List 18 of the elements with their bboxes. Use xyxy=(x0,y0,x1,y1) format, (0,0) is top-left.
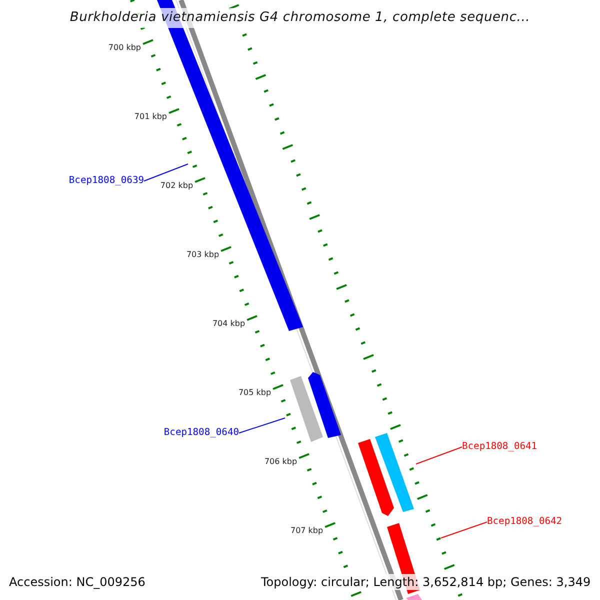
gene-label: Bcep1808_0639 xyxy=(64,174,144,188)
gene-label: Bcep1808_0642 xyxy=(487,515,567,529)
tick-label: 706 kbp xyxy=(264,457,298,467)
caption: Accession: NC_009256 xyxy=(9,574,146,590)
tick-label: 705 kbp xyxy=(238,388,272,398)
tick-label: 707 kbp xyxy=(290,526,324,536)
leader-line xyxy=(440,522,488,538)
caption: Topology: circular; Length: 3,652,814 bp; Genes: 3,349 xyxy=(261,574,591,590)
leader-line xyxy=(144,164,188,182)
tick-label: 700 kbp xyxy=(108,43,141,53)
gene-label: Bcep1808_0641 xyxy=(462,440,542,454)
leader-line xyxy=(238,418,286,434)
leader-line xyxy=(416,446,462,464)
gene-label: Bcep1808_0640 xyxy=(159,426,239,440)
tick-label: 704 kbp xyxy=(212,319,246,329)
tick-label: 703 kbp xyxy=(186,250,220,260)
tick-label: 702 kbp xyxy=(160,181,194,191)
tick-label: 701 kbp xyxy=(134,112,168,122)
